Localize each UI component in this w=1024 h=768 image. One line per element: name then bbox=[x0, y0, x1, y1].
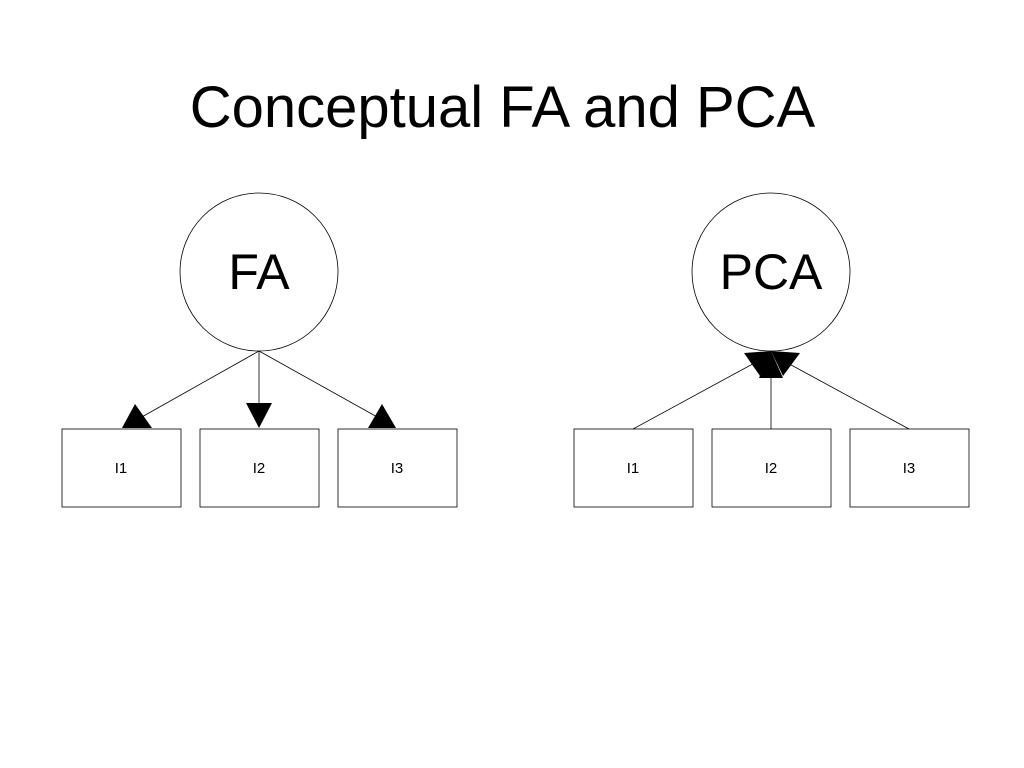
pca-indicator-label-i1: I1 bbox=[627, 460, 640, 477]
pca-indicator-box-i3 bbox=[849, 428, 970, 508]
fa-latent-label: FA bbox=[228, 244, 290, 300]
fa-indicator-box-i2 bbox=[199, 428, 320, 508]
fa-indicator-box-i1 bbox=[61, 428, 182, 508]
fa-path-i3 bbox=[258, 350, 380, 419]
pca-arrowhead-i1 bbox=[744, 351, 772, 376]
pca-component-label: PCA bbox=[720, 244, 823, 300]
pca-indicator-label-i2: I2 bbox=[765, 460, 778, 477]
fa-indicator-label-i1: I1 bbox=[115, 460, 128, 477]
pca-path-i1 bbox=[632, 359, 761, 430]
fa-arrowhead-i3 bbox=[368, 404, 396, 428]
pca-diagram: PCA I1 I2 I3 bbox=[573, 192, 970, 508]
fa-indicator-label-i2: I2 bbox=[253, 460, 266, 477]
pca-indicator-box-i1 bbox=[573, 428, 694, 508]
fa-indicator-box-i3 bbox=[337, 428, 458, 508]
pca-arrowhead-i3 bbox=[771, 351, 800, 376]
fa-path-i1 bbox=[139, 350, 260, 419]
fa-arrowhead-i2 bbox=[246, 403, 272, 428]
pca-path-i3 bbox=[781, 359, 910, 430]
fa-diagram: FA I1 I2 I3 bbox=[61, 192, 458, 508]
pca-indicator-label-i3: I3 bbox=[903, 460, 916, 477]
slide-title: Conceptual FA and PCA bbox=[189, 75, 816, 140]
pca-indicator-box-i2 bbox=[711, 428, 832, 508]
pca-arrowhead-i2 bbox=[759, 351, 783, 378]
fa-indicator-label-i3: I3 bbox=[391, 460, 404, 477]
fa-arrowhead-i1 bbox=[122, 404, 152, 428]
